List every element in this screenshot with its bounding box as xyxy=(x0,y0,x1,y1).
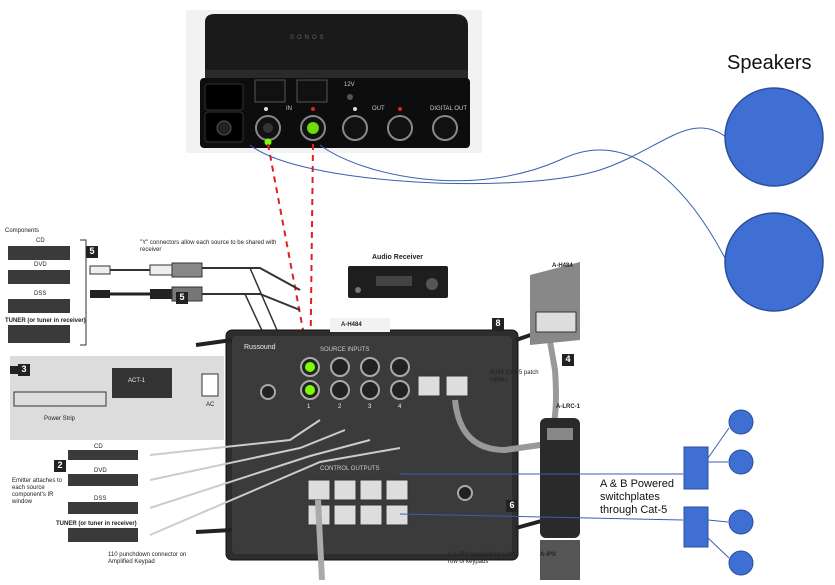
dashed-link-right xyxy=(309,143,314,391)
sonos-ethernet-2 xyxy=(296,79,328,103)
speaker-circle-1 xyxy=(724,87,824,187)
switchplate-a xyxy=(683,446,709,490)
switchplates-line-2: switchplates xyxy=(600,491,660,503)
audio-receiver-label: Audio Receiver xyxy=(372,254,423,261)
ips-note: 1 A-IPS required for each row of keypads xyxy=(448,552,516,565)
hub-brand: Russound xyxy=(244,344,276,351)
source-cd: CD xyxy=(36,238,45,244)
y-connector-note: "Y" connectors allow each source to be s… xyxy=(140,240,277,253)
jack-3-label: 3 xyxy=(368,404,372,410)
jack-4-label: 4 xyxy=(398,404,402,410)
source-dss: DSS xyxy=(34,291,47,297)
remote-control xyxy=(540,418,580,538)
callout-2: 2 xyxy=(54,460,66,472)
callout-3: 3 xyxy=(18,364,30,376)
sonos-in-label: IN xyxy=(286,106,292,112)
sonos-top xyxy=(205,14,468,75)
callout-6: 6 xyxy=(506,500,518,512)
small-speaker-3 xyxy=(728,509,754,535)
callout-5b: 5 xyxy=(176,292,188,304)
switchplates-label: A & B Powered switchplates through Cat-5 xyxy=(600,478,674,517)
jack-1-label: 1 xyxy=(307,404,311,410)
control-outputs-label: CONTROL OUTPUTS xyxy=(320,466,380,472)
act1-label: ACT-1 xyxy=(128,378,146,384)
emitter-note: Emitter attaches to each source componen… xyxy=(12,478,63,505)
callout-5a: 5 xyxy=(86,246,98,258)
switchplate-wire-b xyxy=(399,513,684,521)
emitter-dvd: DVD xyxy=(94,468,107,474)
small-speaker-1 xyxy=(728,409,754,435)
hub-tab xyxy=(330,318,390,332)
small-speaker-2 xyxy=(728,449,754,475)
patch-cables-label: RJ45 CAT-5 patch cables xyxy=(490,370,539,383)
speaker-circle-2 xyxy=(724,212,824,312)
speakers-title: Speakers xyxy=(727,52,812,74)
speaker-wire-1 xyxy=(249,127,727,185)
switchplate-b xyxy=(683,506,709,548)
sonos-digital-out-label: DIGITAL OUT xyxy=(430,106,468,112)
emitter-cd: CD xyxy=(94,444,103,450)
components-heading: Components xyxy=(5,228,40,234)
power-strip-label: Power Strip xyxy=(44,416,76,422)
source-inputs-label: SOURCE INPUTS xyxy=(320,347,370,353)
remote-model-label: A-LRC-1 xyxy=(556,404,580,410)
ac-label: AC xyxy=(206,402,215,408)
switchplates-line-1: A & B Powered xyxy=(600,478,674,490)
ips-label: A-IPS xyxy=(540,552,557,558)
keypad-module-label: A-H484 xyxy=(552,263,573,269)
callout-8: 8 xyxy=(492,318,504,330)
sonos-ethernet-1 xyxy=(254,79,286,103)
punchdown-note: 110 punchdown connector on Amplified Key… xyxy=(108,552,187,565)
hub-model-label: A-H484 xyxy=(341,322,362,328)
jack-2-label: 2 xyxy=(338,404,342,410)
switchplates-line-3: through Cat-5 xyxy=(600,504,668,516)
callout-4: 4 xyxy=(562,354,574,366)
sonos-out-label: OUT xyxy=(372,106,385,112)
source-dvd: DVD xyxy=(34,262,47,268)
source-tuner: TUNER (or tuner in receiver) xyxy=(5,318,86,324)
emitter-tuner: TUNER (or tuner in receiver) xyxy=(56,521,137,527)
sonos-12v-label: 12V xyxy=(344,82,355,88)
small-speaker-4 xyxy=(728,550,754,576)
emitter-dss: DSS xyxy=(94,496,107,502)
sonos-brand: SONOS xyxy=(290,35,327,41)
speaker-wire-2 xyxy=(319,144,727,261)
